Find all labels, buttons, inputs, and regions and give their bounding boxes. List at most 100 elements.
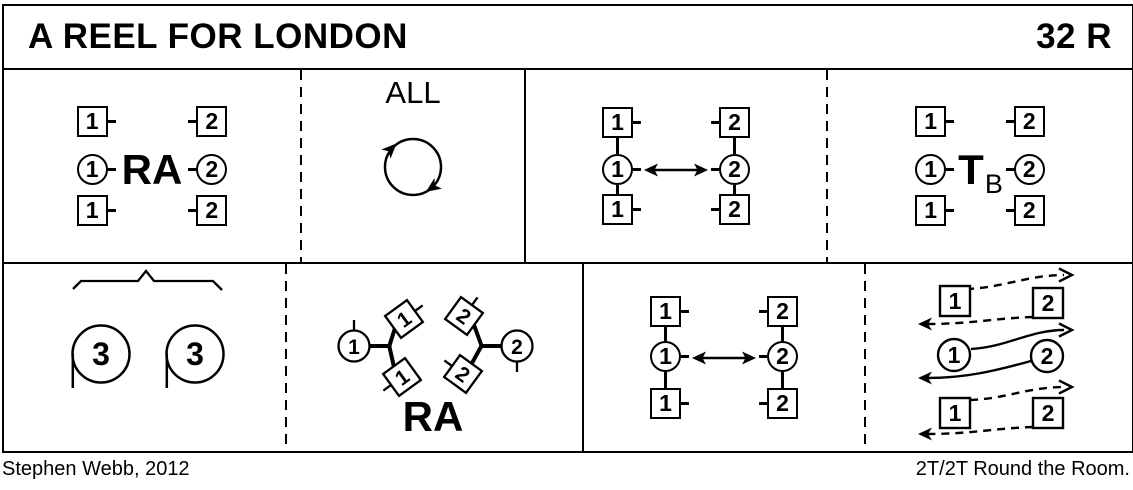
- figure-label-turn-both: TB: [958, 145, 1003, 199]
- man-2-square: 2: [759, 296, 798, 327]
- woman-2-circle: 2: [711, 154, 750, 185]
- man-1-square: [938, 396, 971, 430]
- man-2-square: 2: [188, 195, 228, 226]
- phrase-cell-5-circles-three: 3 3: [4, 264, 285, 451]
- dancer-number: 1: [948, 400, 961, 426]
- woman-1-circle: 1: [915, 154, 955, 185]
- double-arrow-icon: [644, 163, 708, 177]
- man-2-square: 2: [759, 388, 798, 419]
- woman-1-circle: 1: [76, 154, 116, 185]
- woman-1-circle: 1: [650, 341, 689, 372]
- arrowhead-right: [1057, 267, 1075, 283]
- man-1-square: 1: [915, 106, 955, 137]
- dancer-number: 2: [1040, 343, 1053, 369]
- man-1-square: [938, 284, 971, 318]
- man-2-diamond: 2: [443, 295, 485, 337]
- arrowhead-left: [917, 317, 932, 331]
- joined-hands-line: [781, 327, 784, 341]
- man-1-diamond: 1: [383, 298, 425, 340]
- arrowhead-right: [1057, 322, 1075, 338]
- dance-title: A REEL FOR LONDON: [28, 17, 408, 56]
- couple-2-column: 2 2 2: [759, 296, 798, 419]
- phrase-divider-solid: [582, 264, 584, 451]
- man-2-square: [1031, 286, 1064, 320]
- arrowhead-left: [917, 371, 932, 385]
- man-track-dashed: [965, 273, 1064, 291]
- devisor-credit: Stephen Webb, 2012: [2, 458, 190, 480]
- joined-hands-line: [616, 185, 619, 194]
- phrase-cell-2-circle-round: ALL: [302, 70, 524, 262]
- phrase-row-2: 3 3 1: [4, 264, 1132, 451]
- couple-1-column: 1 1 1: [915, 106, 955, 226]
- right-teapot: 2 2 2: [442, 295, 534, 395]
- teapots-diagram: 1 1 1: [337, 295, 534, 440]
- double-arrow-icon: [692, 351, 756, 364]
- phrase-cell-6-teapots-right-hands-across: 1 1 1: [287, 264, 582, 451]
- phrase-cell-7-change-places: 1 1 1 2 2 2: [584, 264, 864, 451]
- footer: Stephen Webb, 2012 2T/2T Round the Room.: [2, 453, 1130, 481]
- arrowhead-right: [1057, 379, 1075, 395]
- man-1-square: 1: [650, 296, 689, 327]
- dancer-number: 2: [1041, 400, 1054, 426]
- formation-note: 2T/2T Round the Room.: [915, 458, 1130, 480]
- dancer-number: 2: [511, 336, 523, 359]
- joined-hands-line: [664, 372, 667, 388]
- man-2-diamond: 2: [442, 353, 484, 395]
- rotation-circle-icon: [381, 137, 443, 197]
- joined-hands-line: [733, 185, 736, 194]
- woman-1-circle: [337, 329, 371, 363]
- man-2-square: 2: [1005, 195, 1045, 226]
- left-teapot: 1 1 1: [337, 298, 425, 398]
- phrase-cell-1-right-hands-across: 1 1 1 RA 2 2 2: [4, 70, 300, 262]
- phrase-cell-4-turn-both-hands: 1 1 1 TB 2 2 2: [828, 70, 1132, 262]
- phrase-divider-dashed: [300, 70, 302, 262]
- man-1-square: 1: [650, 388, 689, 419]
- man-2-square: 2: [1005, 106, 1045, 137]
- pass-on-diagram: 1 2 1 2 1 2: [917, 267, 1075, 441]
- dancer-number: 1: [947, 342, 960, 368]
- phrase-cell-8-pass-on: 1 2 1 2 1 2: [866, 264, 1132, 451]
- woman-track-solid: [927, 359, 1031, 380]
- facing-tick: [443, 359, 453, 367]
- group-count: 3: [186, 336, 204, 372]
- figure-label-ra: RA: [403, 393, 464, 440]
- woman-1-circle: [936, 337, 971, 373]
- couple-1-column: 1 1 1: [650, 296, 689, 419]
- couple-1-column: 1 1 1: [76, 106, 116, 226]
- phrase-divider-solid: [524, 70, 526, 262]
- couple-2-column: 2 2 2: [711, 107, 750, 225]
- man-2-square: 2: [711, 194, 750, 225]
- man-2-square: 2: [711, 107, 750, 138]
- man-1-diamond: 1: [381, 356, 423, 398]
- facing-tick: [414, 304, 424, 312]
- woman-1-circle: 1: [602, 154, 641, 185]
- couple-1-column: 1 1 1: [602, 107, 641, 225]
- joined-hands-line: [664, 327, 667, 341]
- man-1-square: 1: [76, 195, 116, 226]
- man-1-square: 1: [915, 195, 955, 226]
- circles-three-diagram: 3 3: [71, 269, 225, 388]
- dancer-number: 2: [1041, 290, 1054, 316]
- arrowhead-left: [917, 427, 932, 441]
- facing-tick: [471, 296, 479, 306]
- couple-2-column: 2 2 2: [188, 106, 228, 226]
- joined-hands-line: [733, 138, 736, 154]
- man-2-square: [1031, 396, 1064, 430]
- phrase-row-1: 1 1 1 RA 2 2 2 ALL: [4, 70, 1132, 264]
- couple-2-column: 2 2 2: [1005, 106, 1045, 226]
- title-bar: A REEL FOR LONDON 32 R: [4, 6, 1132, 70]
- all-label: ALL: [385, 75, 441, 110]
- dancer-number: 1: [948, 288, 961, 314]
- facing-tick: [382, 384, 392, 392]
- man-2-square: 2: [188, 106, 228, 137]
- woman-2-circle: 2: [188, 154, 228, 185]
- phrase-divider-dashed: [285, 264, 287, 451]
- woman-2-circle: 2: [759, 341, 798, 372]
- joined-hands-line: [781, 372, 784, 388]
- dance-diagram-sheet: A REEL FOR LONDON 32 R 1 1 1 RA 2 2 2: [2, 4, 1133, 453]
- woman-2-circle: [1029, 338, 1064, 374]
- man-track-dashed: [927, 315, 1033, 326]
- woman-2-circle: [500, 329, 534, 363]
- man-track-dashed: [969, 385, 1064, 402]
- phrase-cell-3-change-places: 1 1 1 2 2 2: [526, 70, 826, 262]
